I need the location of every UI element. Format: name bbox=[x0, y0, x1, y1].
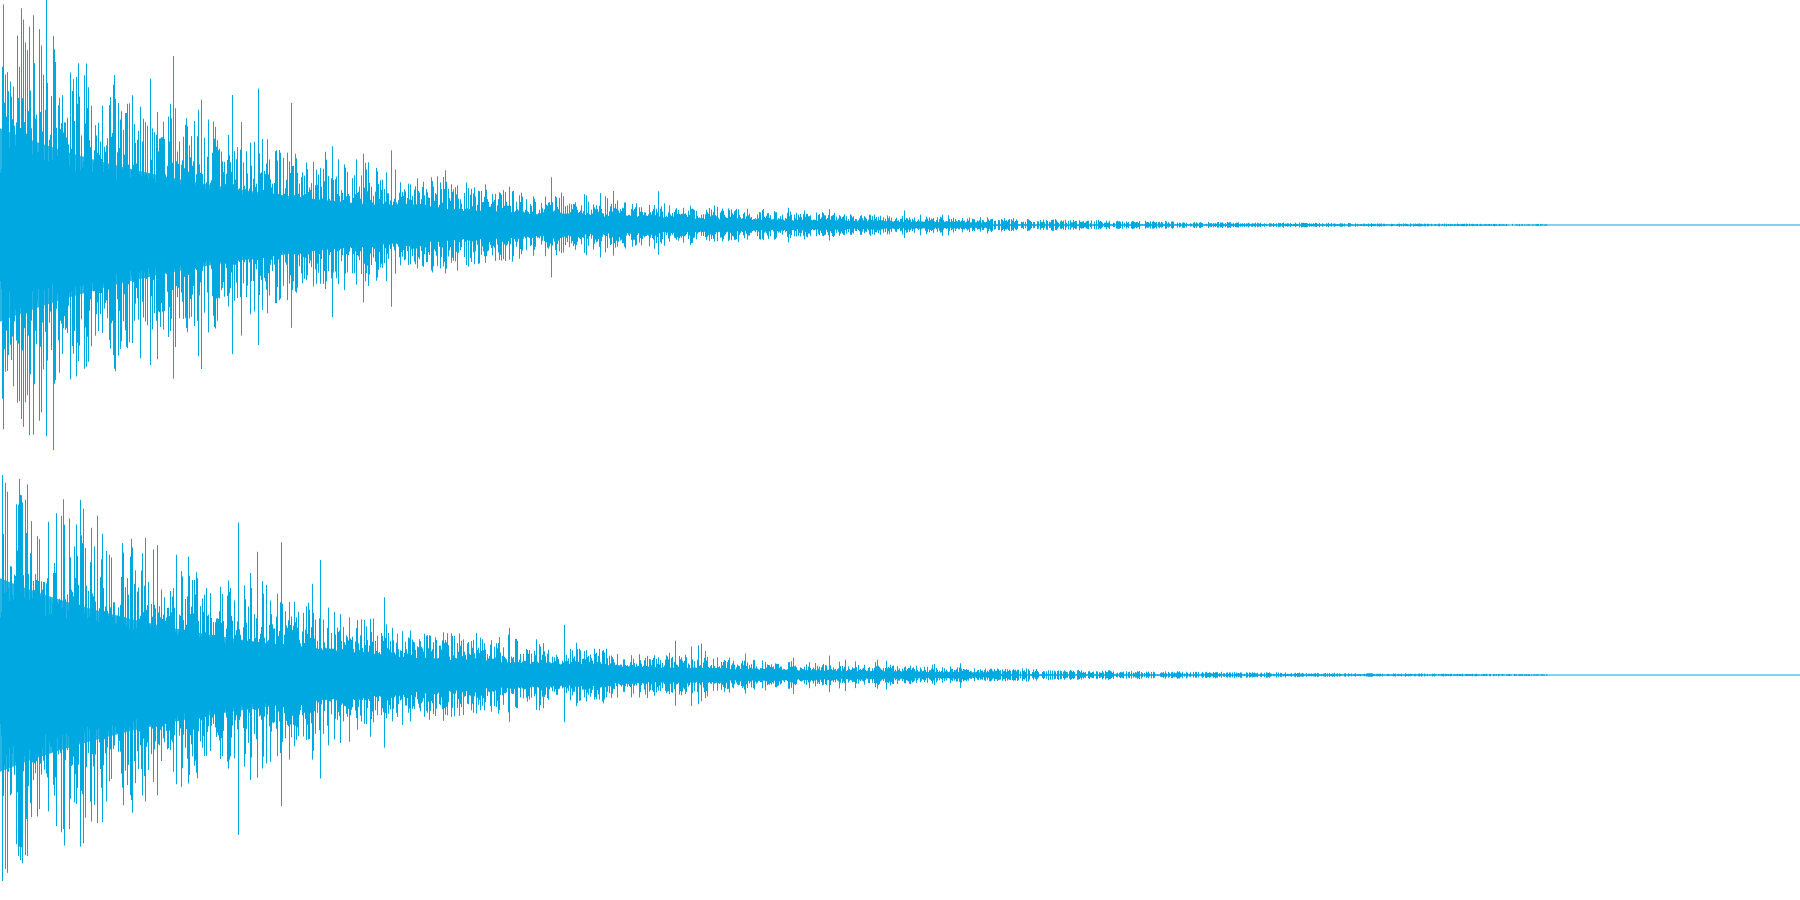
waveform-channel-2 bbox=[0, 475, 1800, 881]
waveform-channel-1 bbox=[0, 0, 1800, 451]
waveform-core bbox=[0, 578, 700, 772]
waveform-core bbox=[0, 128, 700, 322]
